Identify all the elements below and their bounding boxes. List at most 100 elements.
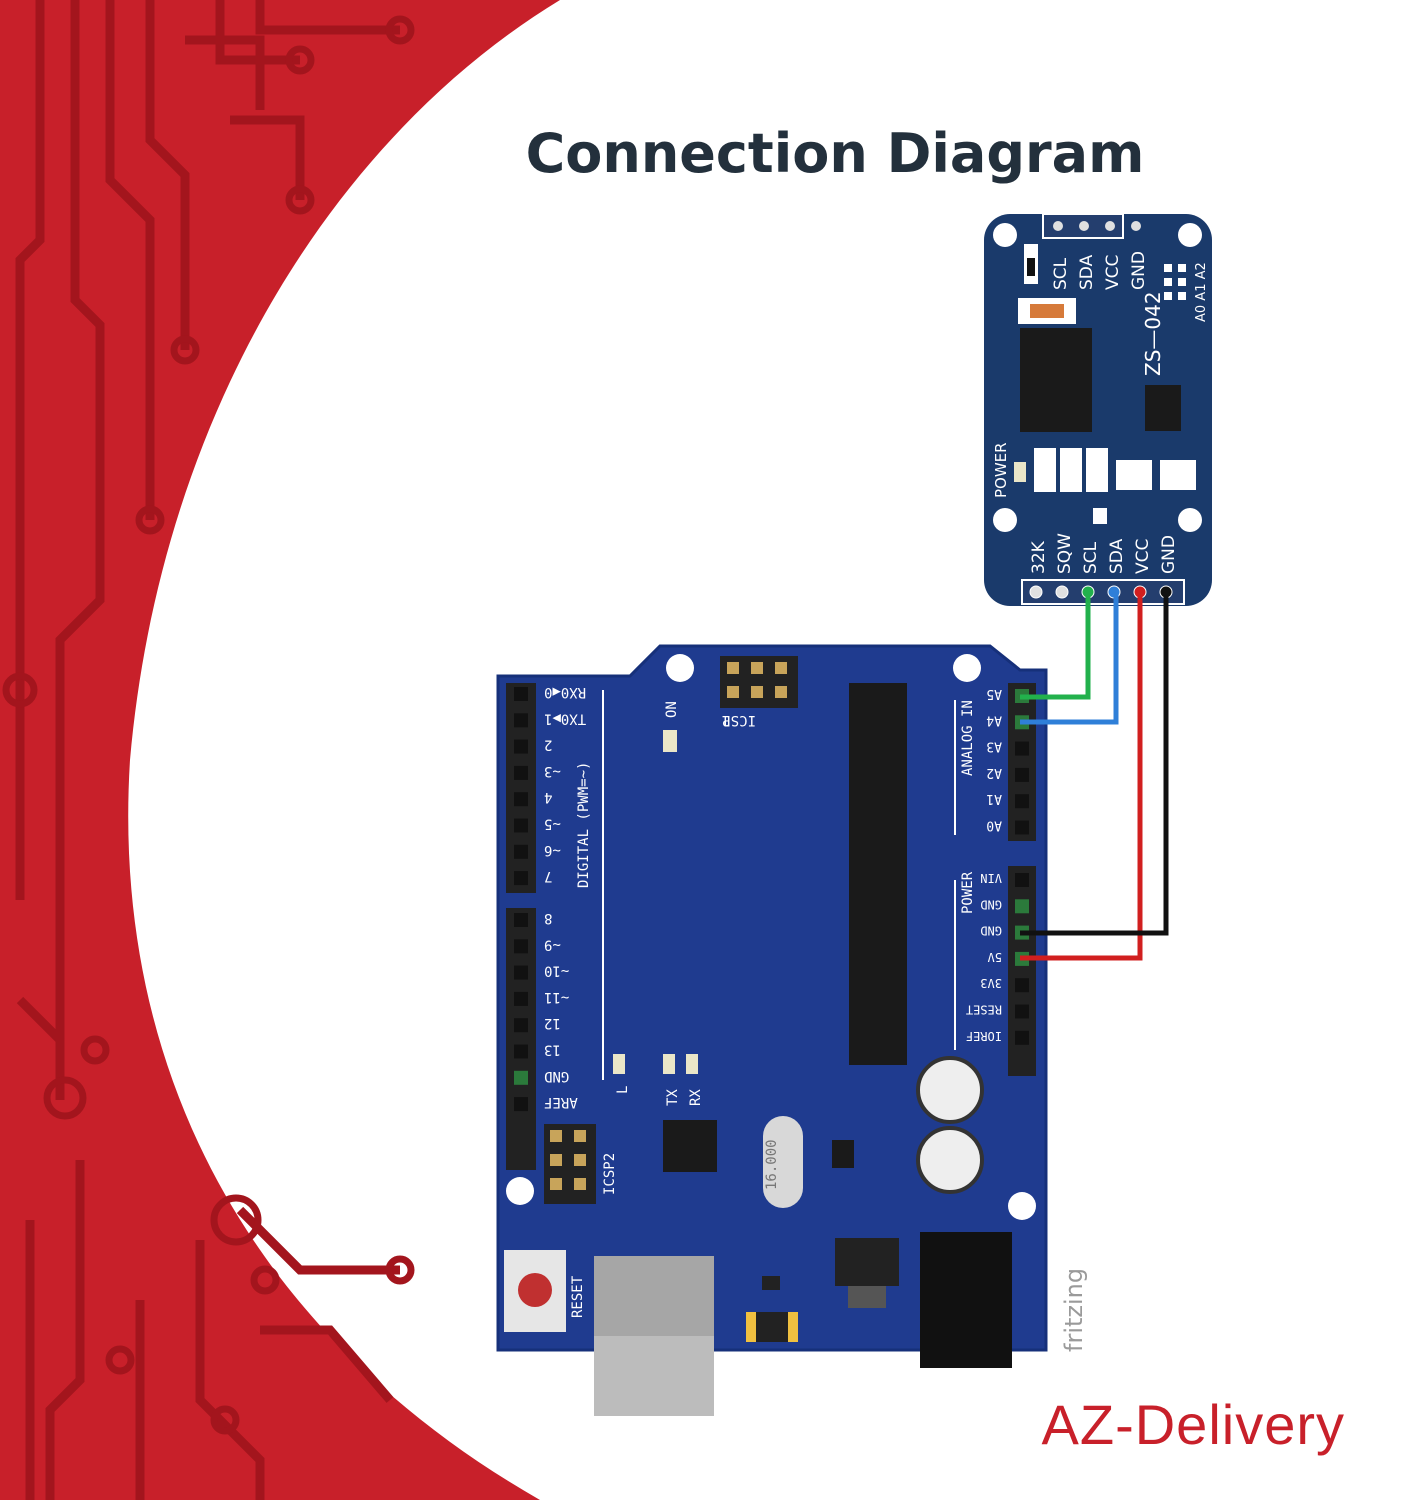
analog-pin-label: A3 [986,739,1002,754]
rtc-top-pin-label: SDA [1077,254,1097,290]
rtc-top-pin [1053,221,1063,231]
digital-pin-socket [514,1044,528,1059]
power-pin-label: GND [980,924,1002,938]
analog-in-label: ANALOG IN [960,700,976,776]
power-pin-label: VIN [980,871,1002,885]
digital-pin-label: 2 [544,737,552,753]
digital-pin-socket [514,1018,528,1033]
rtc-bottom-pin-label: VCC [1133,539,1153,574]
digital-pin-label: GND [544,1068,569,1084]
icsp2-pin [574,1154,586,1166]
rtc-top-pin [1105,221,1115,231]
rtc-bottom-pin-label: 32K [1029,540,1049,574]
digital-pin-label: AREF [544,1094,578,1110]
digital-pin-label: TX0▶1 [544,710,586,726]
power-pin-socket [1015,873,1029,887]
power-pin-label: 3V3 [980,976,1002,990]
digital-pin-label: 7 [544,868,552,884]
rtc-bottom-pin-label: SDA [1107,538,1127,574]
rtc-bottom-pin-labels: 32K SQW SCL SDA VCC GND [1029,533,1179,574]
analog-pin-socket [1015,767,1029,782]
digital-pin-socket [514,765,528,780]
digital-pin-socket [514,739,528,754]
analog-pin-socket [1015,741,1029,756]
on-led-label: ON [664,701,680,718]
digital-label: DIGITAL (PWM=~) [576,762,592,888]
tx-led-label: TX [665,1089,681,1106]
analog-pin-socket [1015,794,1029,809]
digital-pin-label: RX0◀0 [544,684,586,700]
digital-pin-socket [514,687,528,701]
brand-logo: AZ-Delivery [1041,1393,1345,1456]
power-header-label: POWER [960,871,976,914]
digital-pin-label: ~11 [544,989,569,1005]
rx-led-label: RX [688,1089,704,1106]
digital-pin-label: 4 [544,789,552,805]
rtc-bottom-pin-label: SQW [1055,533,1075,574]
power-pin-socket [1015,899,1029,914]
digital-pin-label: ~5 [544,816,561,832]
digital-pin-socket [514,939,528,954]
digital-pin-socket [514,871,528,886]
icsp-label: ICSP [722,712,756,728]
red-background [0,0,560,1500]
icsp2-pin [550,1178,562,1190]
icsp2-pin [574,1130,586,1142]
rtc-bottom-pin-label: GND [1159,535,1179,574]
icsp-pin [727,686,739,698]
rtc-bottom-pin-label: SCL [1081,541,1101,574]
analog-pin-label: A2 [986,765,1002,780]
icsp-pin [727,662,739,674]
wire-sda-a4 [1020,592,1119,725]
rtc-top-pin-label: SCL [1051,257,1071,290]
fritzing-watermark: fritzing [1060,1268,1088,1352]
digital-pin-label: 12 [544,1015,561,1031]
analog-pin-label: A4 [986,712,1002,727]
power-pin-label: GND [980,897,1002,911]
rtc-top-pin [1079,221,1089,231]
digital-pin-socket [514,991,528,1006]
icsp2-label: ICSP2 [602,1153,618,1195]
power-pin-label: RESET [966,1003,1002,1017]
icsp2-pin [550,1130,562,1142]
digital-pin-socket [514,913,528,927]
rtc-module [984,213,1212,606]
digital-pin-label: ~6 [544,842,561,858]
analog-pin-socket [1015,820,1029,835]
digital-pin-label: 8 [544,910,552,926]
rtc-power-label: POWER [992,442,1010,498]
rtc-bottom-pin [1029,585,1043,599]
power-pin-socket [1015,1030,1029,1045]
icsp-pin [751,662,763,674]
rtc-top-pin-label: GND [1129,251,1149,290]
icsp-pin [775,662,787,674]
digital-pin-socket [514,844,528,859]
icsp-pin [751,686,763,698]
crystal-label: 16.000 [764,1139,780,1190]
icsp2-pin [574,1178,586,1190]
rtc-module-name: ZS—042 [1141,291,1165,376]
digital-pin-socket [514,1097,528,1112]
wire-scl-a5 [1020,592,1091,700]
icsp2-pin [550,1154,562,1166]
icsp-pin-one-label: 1 [722,712,730,728]
power-pin-label: IOREF [966,1029,1002,1043]
digital-pin-socket [514,818,528,833]
digital-pin-socket [514,965,528,980]
digital-pin-socket [514,713,528,728]
power-pin-label: 5V [988,950,1002,964]
page-title: Connection Diagram [525,122,1145,185]
rtc-address-labels: A0 A1 A2 [1194,262,1209,322]
arduino-uno-board [496,644,1048,1416]
power-pin-socket [1015,978,1029,993]
digital-pin-label: ~3 [544,763,561,779]
digital-pin-label: ~9 [544,936,561,952]
digital-pin-socket [514,792,528,807]
digital-pin-socket [514,1070,528,1085]
power-pin-socket [1015,1004,1029,1019]
